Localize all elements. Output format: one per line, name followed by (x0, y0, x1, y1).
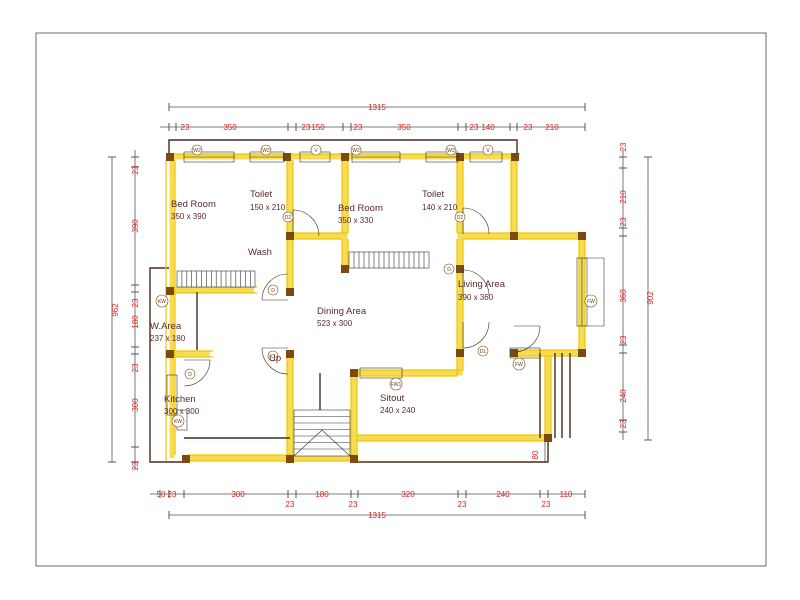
dim-left: 180 (131, 315, 140, 329)
tag-kw: KW (174, 419, 182, 425)
tag-fw: FW (515, 362, 523, 368)
room-size-bedroom-1: 350 x 390 (171, 212, 207, 221)
opening-tags: W2 W2 V W2 W2 V D2 D2 D D D D1 KW D KW F… (155, 144, 598, 428)
tag-d: D (188, 372, 192, 378)
tag-kw: KW (158, 299, 166, 305)
dim-bottom: 50 (157, 490, 166, 499)
room-name-w-area: W.Area (150, 321, 182, 332)
room-name-bedroom-2: Bed Room (338, 203, 383, 214)
dim-bottom: 300 (231, 490, 245, 499)
tag-w2: W2 (352, 148, 360, 154)
tag-d: D (271, 288, 275, 294)
dim-right: 23 (619, 142, 628, 151)
room-size-toilet-1: 150 x 210 (250, 203, 286, 212)
room-name-toilet-1: Toilet (250, 189, 273, 200)
dim-left: 23 (131, 298, 140, 307)
dim-top: 23 (524, 123, 533, 132)
dim-left: 23 (131, 461, 140, 470)
doors (183, 207, 541, 387)
room-size-toilet-2: 140 x 210 (422, 203, 458, 212)
room-name-dining: Dining Area (317, 306, 367, 317)
sheet-border (35, 32, 767, 567)
tag-d: D (447, 267, 451, 273)
windows (166, 151, 605, 431)
dim-top: 23 (181, 123, 190, 132)
dim-right: 23 (619, 419, 628, 428)
dim-bottom-small: 23 (542, 500, 551, 509)
room-name-wash: Wash (248, 247, 272, 258)
room-size-bedroom-2: 350 x 330 (338, 216, 374, 225)
dim-bottom: 320 (401, 490, 415, 499)
room-name-kitchen: Kitchen (164, 394, 196, 405)
room-name-bedroom-1: Bed Room (171, 199, 216, 210)
tag-d2: D2 (285, 215, 292, 221)
dim-right: 210 (619, 190, 628, 204)
dim-top: 23 (354, 123, 363, 132)
tag-d2: D2 (457, 215, 464, 221)
dim-left: 23 (131, 165, 140, 174)
dim-sitout-gap: 80 (531, 450, 540, 459)
room-size-w-area: 237 x 180 (150, 334, 186, 343)
room-labels: Bed Room 350 x 390 Toilet 150 x 210 Bed … (150, 189, 506, 416)
dim-left: 390 (131, 219, 140, 233)
dim-bottom: 180 (315, 490, 329, 499)
dim-top-total: 1315 (368, 103, 386, 112)
dimension-labels: 1315 23 350 23 150 23 350 23 140 23 210 … (111, 103, 655, 520)
dim-right-total: 902 (646, 291, 655, 305)
tag-w2: W2 (447, 148, 455, 154)
room-size-living: 390 x 360 (458, 293, 494, 302)
room-name-sitout: Sitout (380, 393, 405, 404)
dim-bottom-total: 1315 (368, 511, 386, 520)
dim-left: 23 (131, 363, 140, 372)
tag-v: V (486, 148, 490, 154)
dim-bottom: 110 (560, 490, 573, 499)
dim-top: 150 (311, 123, 325, 132)
tag-fw1: FW1 (391, 382, 402, 388)
tag-v: V (314, 148, 318, 154)
dim-top: 23 (302, 123, 311, 132)
dim-bottom-small: 23 (286, 500, 295, 509)
dim-top: 210 (545, 123, 559, 132)
dim-left-total: 962 (111, 303, 120, 317)
dim-bottom: 23 (168, 490, 177, 499)
tag-w2: W2 (262, 148, 270, 154)
dim-right: 360 (619, 289, 628, 303)
tag-d1: D1 (480, 349, 487, 355)
room-size-dining: 523 x 300 (317, 319, 353, 328)
dim-right: 23 (619, 335, 628, 344)
stairs (176, 251, 430, 457)
dim-top: 140 (481, 123, 495, 132)
dim-bottom: 240 (496, 490, 510, 499)
stair-up-label: Up (269, 353, 281, 364)
tag-w2: W2 (193, 148, 201, 154)
dim-right: 23 (619, 217, 628, 226)
dim-bottom-small: 23 (458, 500, 467, 509)
columns (166, 153, 586, 463)
dim-top: 350 (223, 123, 237, 132)
room-size-kitchen: 300 x 300 (164, 407, 200, 416)
dim-right: 240 (619, 389, 628, 403)
tag-d: D (271, 354, 275, 360)
dim-top: 23 (470, 123, 479, 132)
room-name-living: Living Area (458, 279, 506, 290)
dim-left: 300 (131, 398, 140, 412)
dim-bottom-small: 23 (349, 500, 358, 509)
room-name-toilet-2: Toilet (422, 189, 445, 200)
dimension-lines (108, 103, 652, 519)
dim-top: 350 (397, 123, 411, 132)
tag-fw: FW (587, 299, 595, 305)
room-size-sitout: 240 x 240 (380, 406, 416, 415)
